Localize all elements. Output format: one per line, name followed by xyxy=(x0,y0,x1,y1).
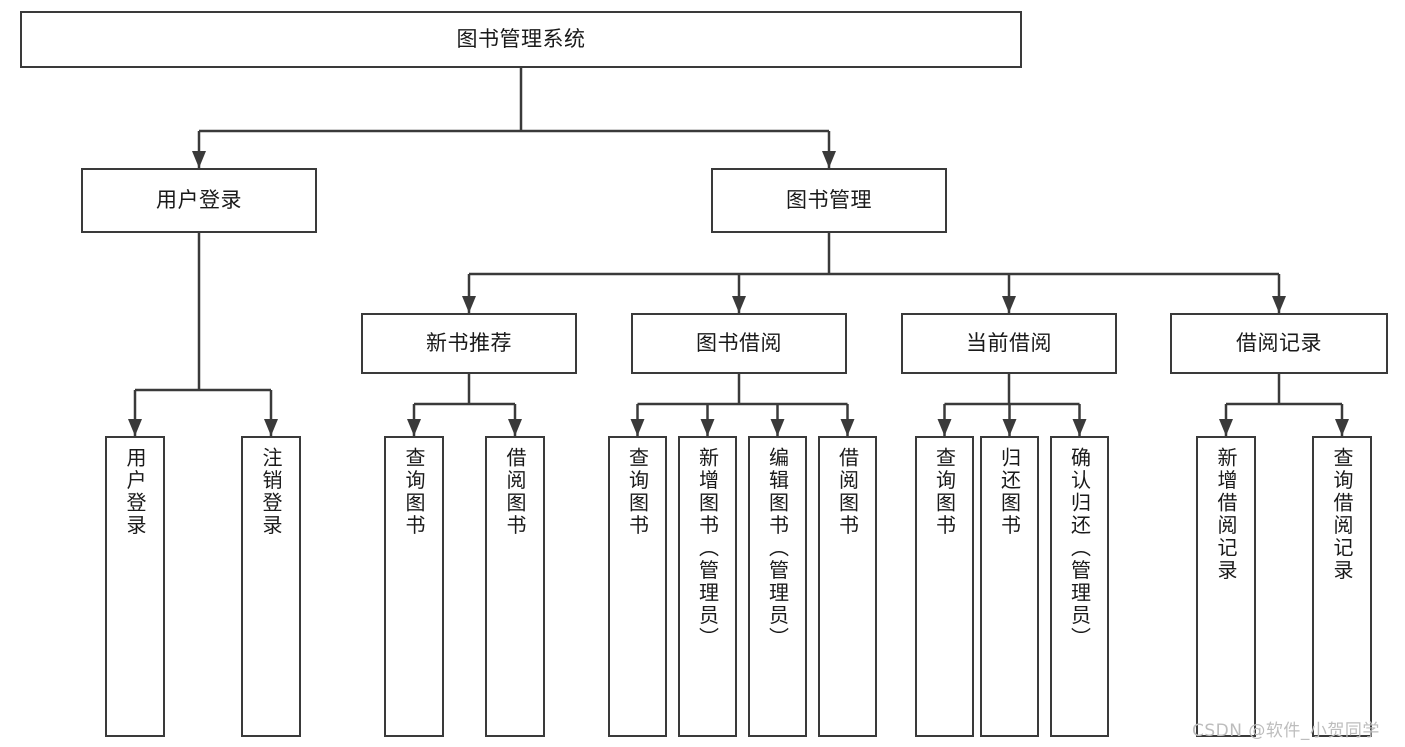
node-leaf-query-book-2: 查询图书 xyxy=(608,436,667,737)
node-root: 图书管理系统 xyxy=(20,11,1022,68)
node-label: 查询借阅记录 xyxy=(1330,447,1354,582)
node-label: 借阅图书 xyxy=(503,447,527,537)
node-label: 图书借阅 xyxy=(696,331,782,356)
node-leaf-query-book-3: 查询图书 xyxy=(915,436,974,737)
node-label: 编辑图书（管理员） xyxy=(765,447,790,650)
node-book-borrow: 图书借阅 xyxy=(631,313,847,374)
node-label: 查询图书 xyxy=(625,447,650,537)
node-current-borrow: 当前借阅 xyxy=(901,313,1117,374)
node-leaf-add-book: 新增图书（管理员） xyxy=(678,436,737,737)
node-leaf-query-book-1: 查询图书 xyxy=(384,436,444,737)
node-leaf-add-record: 新增借阅记录 xyxy=(1196,436,1256,737)
node-label: 查询图书 xyxy=(932,447,957,537)
node-label: 查询图书 xyxy=(402,447,426,537)
node-leaf-confirm-return: 确认归还（管理员） xyxy=(1050,436,1109,737)
node-borrow-record: 借阅记录 xyxy=(1170,313,1388,374)
node-label: 当前借阅 xyxy=(966,331,1052,356)
node-label: 用户登录 xyxy=(123,447,147,537)
node-leaf-user-login: 用户登录 xyxy=(105,436,165,737)
node-label: 新书推荐 xyxy=(426,331,512,356)
node-leaf-borrow-book-2: 借阅图书 xyxy=(818,436,877,737)
node-user-login: 用户登录 xyxy=(81,168,317,233)
node-leaf-query-record: 查询借阅记录 xyxy=(1312,436,1372,737)
node-label: 新增图书（管理员） xyxy=(695,447,720,650)
node-label: 新增借阅记录 xyxy=(1214,447,1238,582)
node-leaf-return-book: 归还图书 xyxy=(980,436,1039,737)
node-leaf-edit-book: 编辑图书（管理员） xyxy=(748,436,807,737)
node-label: 图书管理 xyxy=(786,188,872,213)
node-label: 确认归还（管理员） xyxy=(1067,447,1092,650)
node-label: 归还图书 xyxy=(997,447,1022,537)
node-leaf-borrow-book-1: 借阅图书 xyxy=(485,436,545,737)
node-label: 图书管理系统 xyxy=(456,27,586,52)
node-leaf-logout: 注销登录 xyxy=(241,436,301,737)
node-label: 用户登录 xyxy=(156,188,242,213)
node-new-book-rec: 新书推荐 xyxy=(361,313,577,374)
node-label: 注销登录 xyxy=(259,447,283,537)
node-book-manage: 图书管理 xyxy=(711,168,947,233)
node-label: 借阅记录 xyxy=(1236,331,1322,356)
node-label: 借阅图书 xyxy=(835,447,860,537)
